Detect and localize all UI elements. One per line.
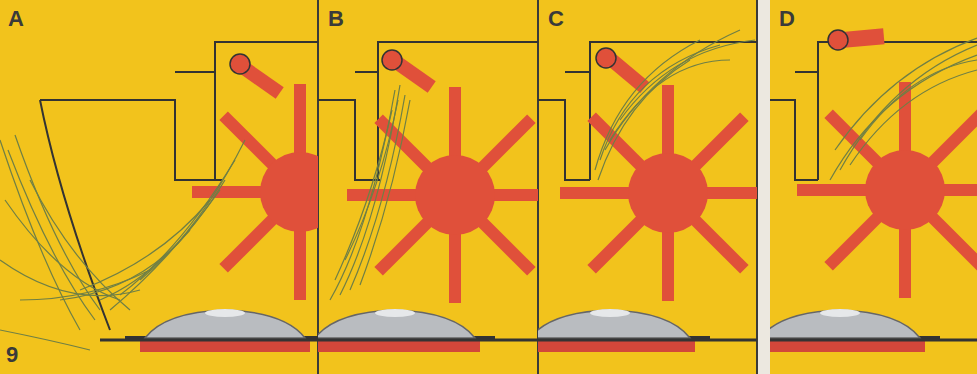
panel-letter: B [328,8,344,30]
panel-letter: D [779,8,795,30]
panel-letter: C [548,8,564,30]
figure-number: 9 [6,344,18,366]
panel-letter: A [8,8,24,30]
